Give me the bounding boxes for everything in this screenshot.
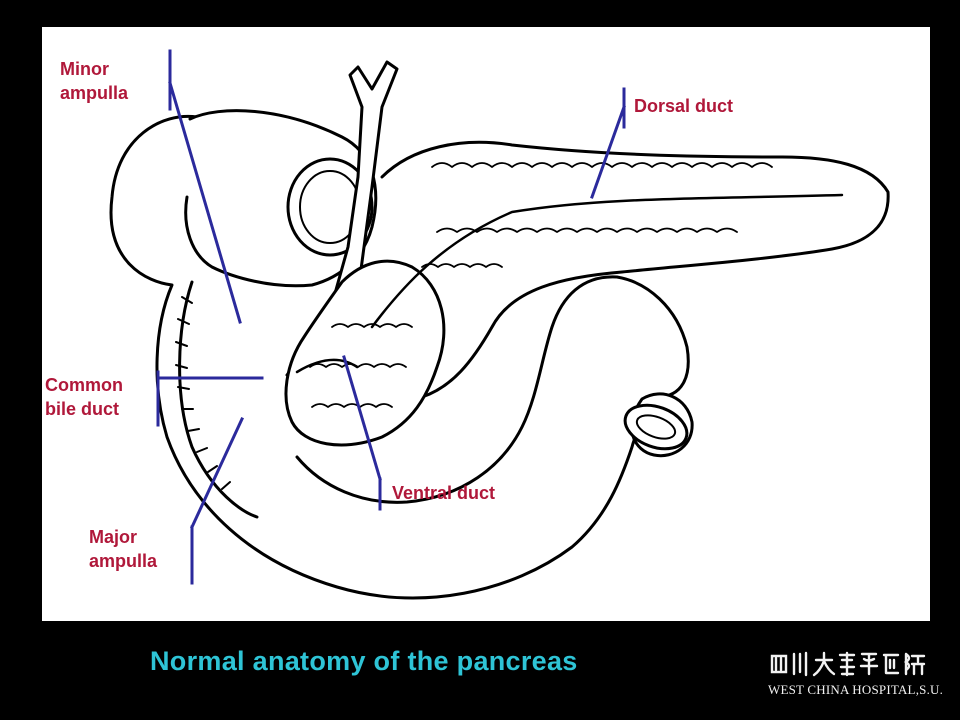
duodenum-mucosal-folds xyxy=(175,296,231,490)
dorsal-duct-line xyxy=(370,193,844,329)
minor-ampulla-label-line2: ampulla xyxy=(60,83,129,103)
leader-lines xyxy=(156,49,626,585)
ventral-duct-leader xyxy=(342,355,382,481)
common-bile-duct-label-line1: Common xyxy=(45,375,123,395)
minor-ampulla-label: Minor ampulla xyxy=(60,57,128,105)
ventral-duct-line xyxy=(295,358,359,374)
major-ampulla-label-line2: ampulla xyxy=(89,551,158,571)
major-ampulla-label-line1: Major xyxy=(89,527,138,547)
slide-title: Normal anatomy of the pancreas xyxy=(150,646,578,676)
major-ampulla-leader xyxy=(190,417,244,529)
pancreas-head xyxy=(284,259,446,447)
hospital-logo-text: WEST CHINA HOSPITAL,S.U. xyxy=(768,682,944,697)
common-bile-duct-label: Common bile duct xyxy=(45,373,123,421)
dorsal-duct-leader xyxy=(590,105,626,199)
pancreas-lobules xyxy=(309,162,773,408)
ventral-duct-label: Ventral duct xyxy=(392,483,496,503)
major-ampulla-label: Major ampulla xyxy=(89,525,157,573)
minor-ampulla-label-line1: Minor xyxy=(60,59,109,79)
hospital-logo-calligraphy xyxy=(770,651,926,677)
minor-ampulla-leader xyxy=(168,81,242,324)
diagram-panel: Minor ampulla Dorsal duct Common bile du… xyxy=(42,27,930,621)
common-bile-duct-label-line2: bile duct xyxy=(45,399,120,419)
duodenum-inner-wall xyxy=(178,280,259,519)
duodenum-outline xyxy=(109,114,690,600)
dorsal-duct-label: Dorsal duct xyxy=(634,96,734,116)
pancreas-body-tail xyxy=(380,140,890,399)
pancreas-anatomy-illustration xyxy=(109,49,890,600)
hospital-logo: WEST CHINA HOSPITAL,S.U. xyxy=(768,650,943,706)
